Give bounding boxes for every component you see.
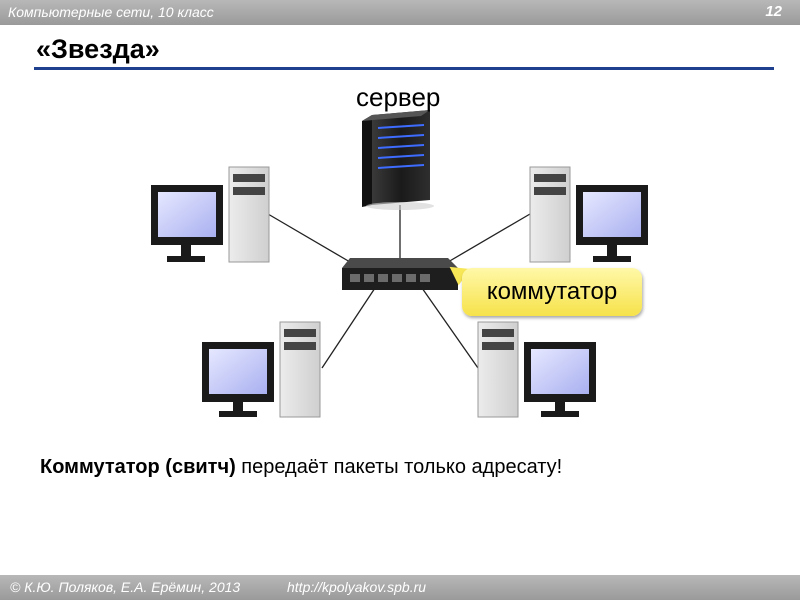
- computer-icon-bottom-left: [202, 321, 321, 418]
- header-bar: Компьютерные сети, 10 класс 12: [0, 0, 800, 25]
- footer-bar: © К.Ю. Поляков, Е.А. Ерёмин, 2013 http:/…: [0, 575, 800, 600]
- course-title: Компьютерные сети, 10 класс: [8, 4, 214, 20]
- computer-icon-top-right: [529, 166, 648, 263]
- server-icon: [362, 110, 434, 210]
- title-divider: [34, 67, 774, 70]
- page-title: «Звезда»: [36, 34, 160, 64]
- switch-label: коммутатор: [486, 278, 618, 305]
- computer-icon-bottom-right: [477, 321, 596, 418]
- server-label: сервер: [356, 82, 441, 112]
- footer-authors: © К.Ю. Поляков, Е.А. Ерёмин, 2013: [10, 579, 241, 595]
- cable-pc-top-left: [267, 213, 351, 263]
- caption-text: передаёт пакеты только адресату!: [235, 456, 563, 478]
- footer-url: http://kpolyakov.spb.ru: [287, 579, 427, 595]
- cable-pc-top-right: [447, 213, 531, 263]
- switch-callout: коммутатор: [462, 268, 642, 316]
- cable-pc-bottom-left: [321, 287, 376, 369]
- caption: Коммутатор (свитч) передаёт пакеты тольк…: [40, 456, 562, 479]
- computer-icon-top-left: [151, 166, 270, 263]
- network-cables: [267, 205, 531, 369]
- slide-number: 12: [765, 3, 782, 20]
- switch-icon: [342, 258, 458, 290]
- cable-pc-bottom-right: [421, 287, 479, 369]
- caption-term: Коммутатор (свитч): [40, 456, 236, 478]
